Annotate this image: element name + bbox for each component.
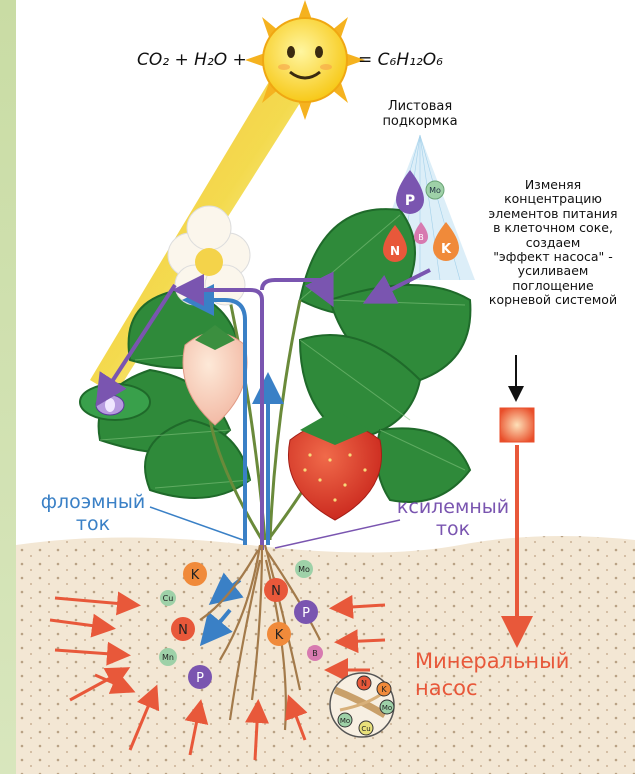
equation-right: = C₆H₁₂O₆ <box>358 50 443 70</box>
soil-nutrient-label: Mn <box>162 653 174 662</box>
sun-icon <box>245 0 365 120</box>
cluster-nutrient-label: N <box>361 679 367 688</box>
equation-left: CO₂ + H₂O + <box>137 50 247 70</box>
leaf-stomata-icon <box>80 384 150 420</box>
soil-nutrient-label: N <box>271 584 281 599</box>
cluster-nutrient-label: Mo <box>382 704 392 712</box>
foliar-nutrient-label: Mo <box>429 186 441 195</box>
cluster-nutrient-label: K <box>381 685 387 694</box>
soil-nutrient-label: Cu <box>163 594 174 603</box>
soil-nutrient-label: Mo <box>298 565 310 574</box>
cluster-nutrient-label: Mo <box>340 717 350 725</box>
soil-nutrient-label: P <box>196 671 204 686</box>
foliar-nutrient-label: B <box>418 233 424 242</box>
soil-nutrient-label: K <box>275 628 284 643</box>
soil-nutrient-label: B <box>312 649 318 658</box>
mineral-pump-label: Минеральный насос <box>415 648 585 703</box>
soil-nutrient-label: K <box>191 568 200 583</box>
foliar-nutrient-label: P <box>405 193 415 209</box>
cluster-nutrient-label: Cu <box>361 725 370 733</box>
xylem-pointer <box>275 520 400 548</box>
soil-nutrient-label: N <box>178 623 188 638</box>
pump-effect-text: Изменяя концентрацию элементов питания в… <box>478 178 628 307</box>
foliar-nutrient-label: N <box>390 244 400 258</box>
soil-nutrient-label: P <box>302 606 310 621</box>
foliar-feeding-label: Листовая подкормка <box>360 100 480 130</box>
foliar-nutrient-label: K <box>441 242 452 257</box>
strawberry-leaves <box>99 209 471 502</box>
phloem-pointer <box>150 507 243 540</box>
phloem-label: флоэмный ток <box>28 492 158 536</box>
xylem-label: ксилемный ток <box>388 497 518 541</box>
pump-square-icon <box>500 408 534 442</box>
